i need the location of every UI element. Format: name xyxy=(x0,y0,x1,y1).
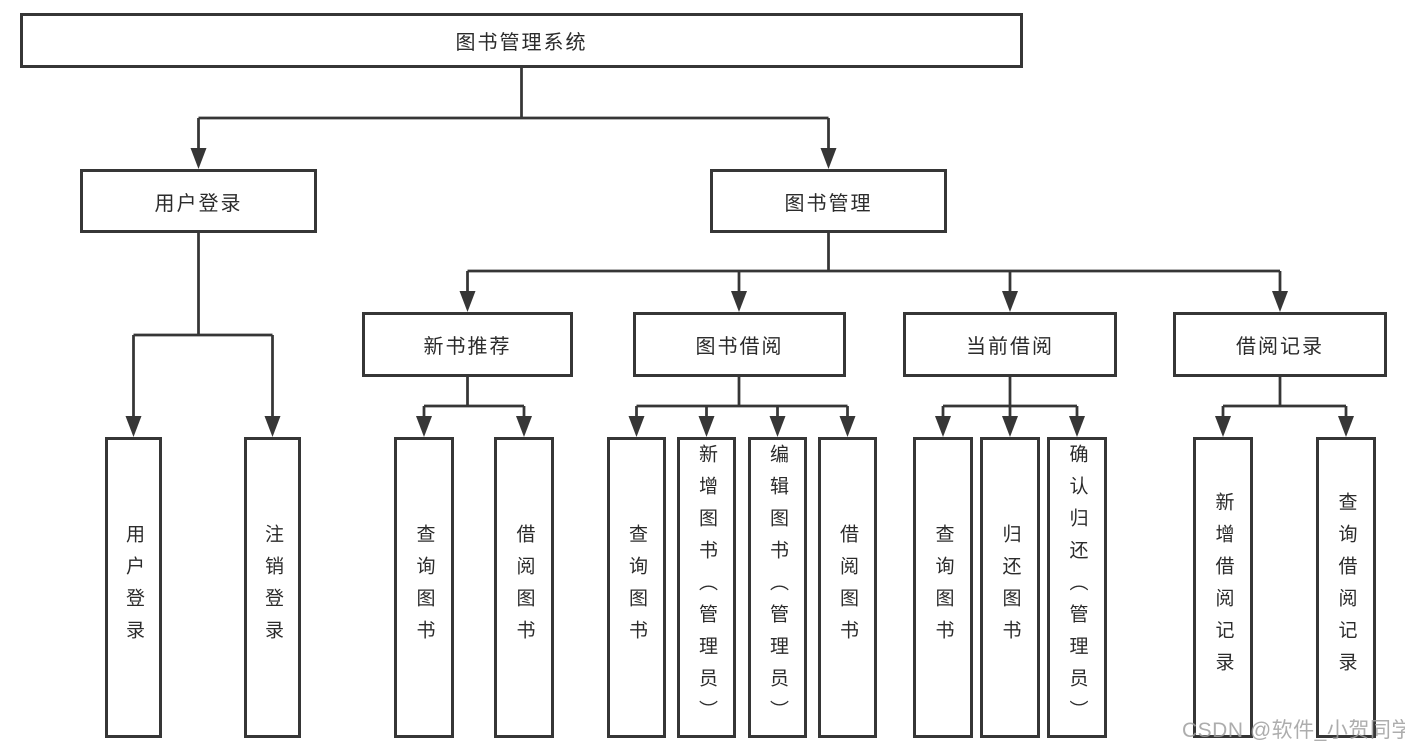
arrowheads xyxy=(125,148,1354,437)
node-label: 新增图书（管理员） xyxy=(696,443,717,732)
leaf-logout: 注销登录 xyxy=(244,437,301,738)
leaf-borrow-books-borrowing: 借阅图书 xyxy=(818,437,877,738)
csdn-watermark: CSDN @软件_小贺同学 xyxy=(1182,719,1405,742)
node-label: 图书管理系统 xyxy=(455,32,588,54)
leaf-query-books-recommend: 查询图书 xyxy=(394,437,454,738)
leaf-add-borrow-record: 新增借阅记录 xyxy=(1193,437,1253,738)
node-label: 确认归还（管理员） xyxy=(1066,443,1088,732)
node-book-borrowing: 图书借阅 xyxy=(633,312,846,377)
leaf-confirm-return-admin: 确认归还（管理员） xyxy=(1047,437,1107,738)
node-label: 查询图书 xyxy=(413,523,435,652)
node-label: 用户登录 xyxy=(154,192,243,215)
node-book-management: 图书管理 xyxy=(710,169,947,233)
node-label: 借阅图书 xyxy=(837,523,858,652)
node-label: 查询图书 xyxy=(932,523,954,652)
node-label: 查询图书 xyxy=(626,523,647,652)
leaf-user-login: 用户登录 xyxy=(105,437,162,738)
node-label: 新增借阅记录 xyxy=(1212,491,1234,684)
node-label: 图书管理 xyxy=(784,192,873,215)
leaf-query-borrow-record: 查询借阅记录 xyxy=(1316,437,1376,738)
node-label: 注销登录 xyxy=(262,523,283,652)
node-label: 借阅图书 xyxy=(513,523,535,652)
node-library-management-system: 图书管理系统 xyxy=(20,13,1023,68)
node-label: 新书推荐 xyxy=(423,336,512,358)
node-new-book-recommendation: 新书推荐 xyxy=(362,312,573,377)
node-label: 查询借阅记录 xyxy=(1335,491,1357,684)
node-label: 编辑图书（管理员） xyxy=(767,443,788,732)
node-current-borrowing: 当前借阅 xyxy=(903,312,1117,377)
node-label: 用户登录 xyxy=(123,523,144,652)
leaf-return-books: 归还图书 xyxy=(980,437,1040,738)
leaf-query-books-current: 查询图书 xyxy=(913,437,973,738)
node-label: 借阅记录 xyxy=(1236,336,1324,358)
node-borrowing-records: 借阅记录 xyxy=(1173,312,1387,377)
leaf-borrow-books-recommend: 借阅图书 xyxy=(494,437,554,738)
node-label: 当前借阅 xyxy=(966,336,1054,358)
node-label: 归还图书 xyxy=(999,523,1021,652)
node-label: 图书借阅 xyxy=(695,336,784,358)
leaf-edit-books-admin: 编辑图书（管理员） xyxy=(748,437,807,738)
leaf-add-books-admin: 新增图书（管理员） xyxy=(677,437,736,738)
leaf-query-books-borrowing: 查询图书 xyxy=(607,437,666,738)
node-user-login: 用户登录 xyxy=(80,169,317,233)
